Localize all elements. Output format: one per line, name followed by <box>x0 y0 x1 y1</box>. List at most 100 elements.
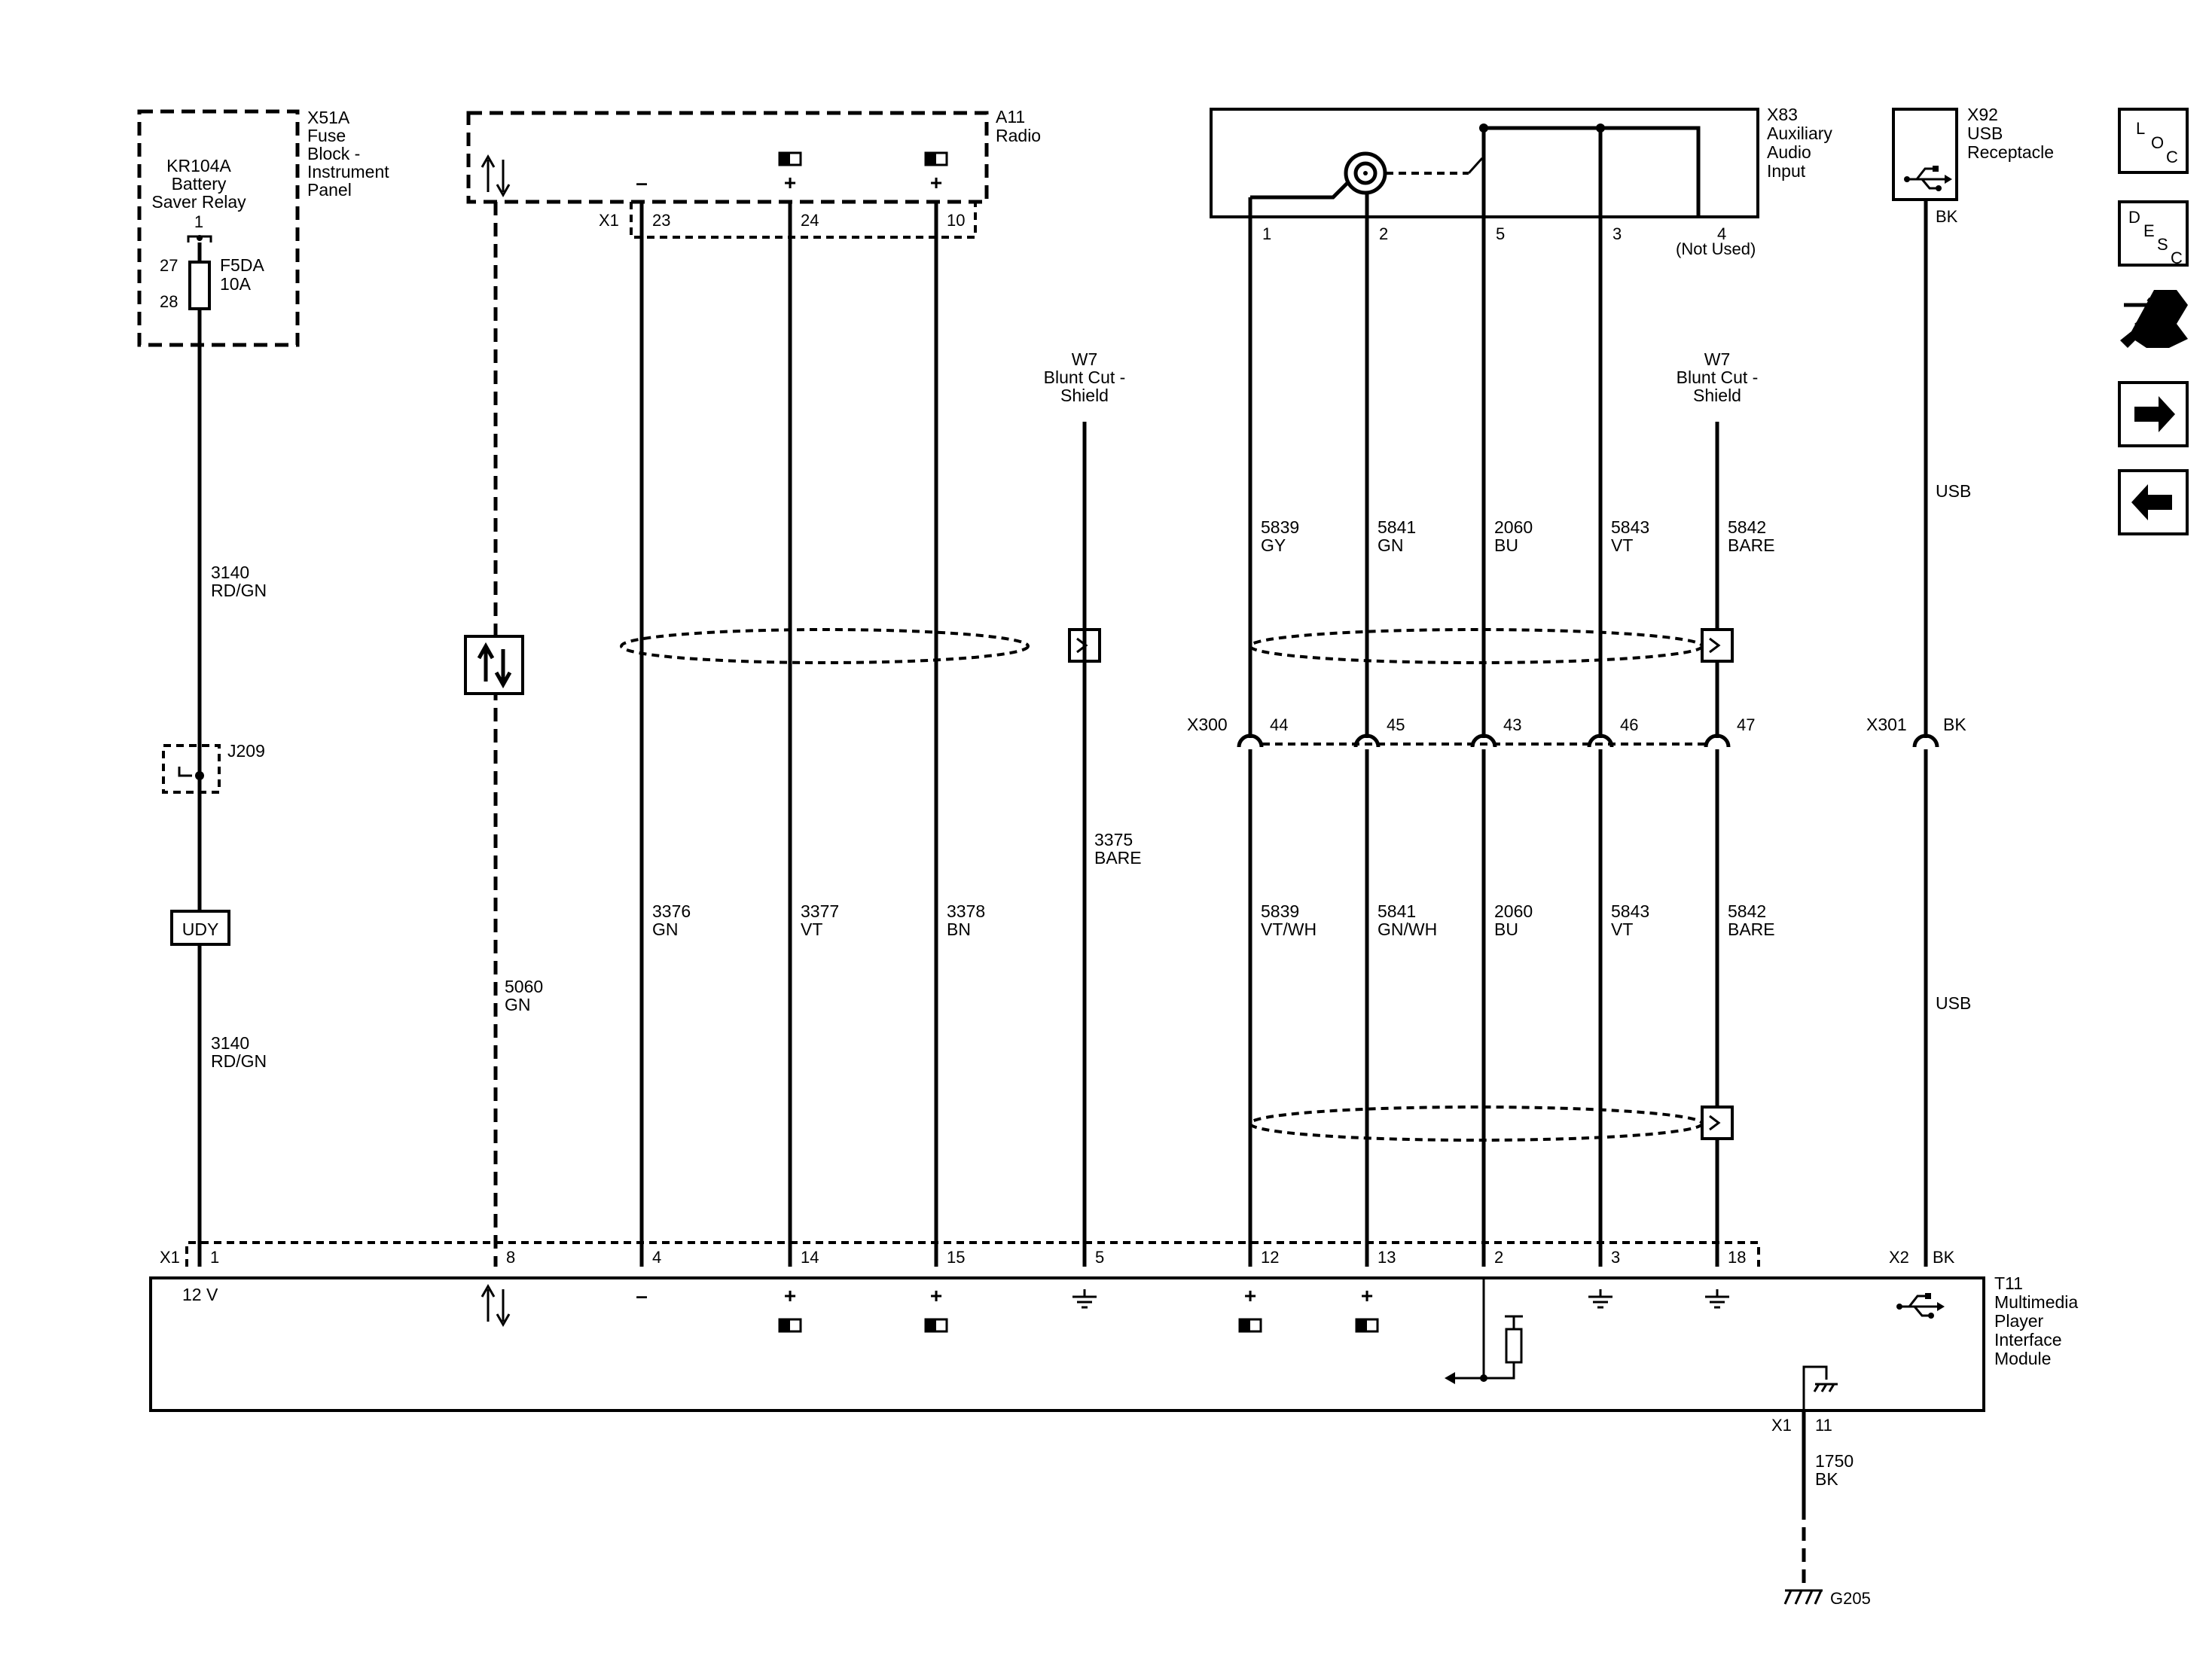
svg-text:23: 23 <box>652 211 670 230</box>
radio-a11[interactable]: A11 Radio – + + <box>466 107 1041 204</box>
svg-text:12: 12 <box>1261 1248 1279 1267</box>
usb-receptacle-x92[interactable]: X92 USB Receptacle BK <box>1892 105 2054 226</box>
svg-text:X2: X2 <box>1889 1248 1909 1267</box>
svg-text:44: 44 <box>1270 715 1288 734</box>
aux-input-x83[interactable]: X83 Auxiliary Audio Input 1 2 5 3 4 (Not… <box>1210 105 1832 258</box>
svg-text:1750: 1750 <box>1815 1451 1854 1471</box>
svg-text:Receptacle: Receptacle <box>1967 142 2054 162</box>
svg-text:3: 3 <box>1612 224 1622 243</box>
svg-text:A11: A11 <box>996 107 1025 127</box>
plus-sign: + <box>784 1284 796 1307</box>
module-t11[interactable]: X1 X2 BK T11 Multimedia Player Interface… <box>149 1241 2078 1412</box>
svg-text:Panel: Panel <box>307 180 352 200</box>
svg-text:46: 46 <box>1620 715 1638 734</box>
svg-text:5839: 5839 <box>1261 517 1299 537</box>
svg-text:45: 45 <box>1387 715 1405 734</box>
svg-text:GN: GN <box>505 995 531 1014</box>
svg-text:15: 15 <box>947 1248 965 1267</box>
svg-text:3: 3 <box>1611 1248 1620 1267</box>
svg-text:Auxiliary: Auxiliary <box>1767 124 1832 143</box>
svg-text:VT: VT <box>801 919 822 939</box>
svg-text:1: 1 <box>1262 224 1271 243</box>
svg-text:Blunt Cut -: Blunt Cut - <box>1677 367 1759 387</box>
ground-icon <box>1072 1289 1729 1309</box>
svg-text:Audio: Audio <box>1767 142 1811 162</box>
svg-text:10: 10 <box>947 211 965 230</box>
svg-text:27: 27 <box>160 256 178 275</box>
svg-text:X301: X301 <box>1866 715 1907 734</box>
svg-text:BU: BU <box>1494 919 1518 939</box>
detect-circuit-icon <box>1445 1278 1523 1384</box>
ground-g205[interactable]: G205 <box>1783 1589 1871 1608</box>
splice-j209[interactable]: J209 <box>162 741 265 794</box>
connector-end-view-button[interactable] <box>2120 290 2188 348</box>
svg-text:2: 2 <box>1494 1248 1503 1267</box>
svg-text:3378: 3378 <box>947 901 985 921</box>
svg-text:5: 5 <box>1496 224 1505 243</box>
svg-text:3140: 3140 <box>211 1033 249 1053</box>
svg-text:GY: GY <box>1261 535 1286 555</box>
relay-kr104a-id: KR104A <box>166 156 231 175</box>
svg-text:GN: GN <box>652 919 679 939</box>
svg-text:5842: 5842 <box>1728 517 1766 537</box>
shield-ellipse <box>1249 628 1704 664</box>
svg-text:18: 18 <box>1728 1248 1746 1267</box>
svg-text:W7: W7 <box>1072 349 1098 369</box>
location-button[interactable]: L O C <box>2118 108 2189 174</box>
svg-text:28: 28 <box>160 292 178 311</box>
svg-text:24: 24 <box>801 211 819 230</box>
svg-text:5841: 5841 <box>1378 901 1416 921</box>
svg-text:14: 14 <box>801 1248 819 1267</box>
fuse-icon <box>188 261 211 310</box>
svg-text:W7: W7 <box>1704 349 1731 369</box>
svg-text:L: L <box>2136 119 2145 138</box>
svg-text:3375: 3375 <box>1094 830 1133 849</box>
svg-text:Battery: Battery <box>172 174 227 194</box>
next-page-button[interactable] <box>2118 381 2189 447</box>
serial-data-icon <box>481 1283 511 1328</box>
svg-text:12 V: 12 V <box>182 1285 218 1304</box>
svg-text:C: C <box>2166 148 2178 166</box>
svg-text:5843: 5843 <box>1611 517 1649 537</box>
svg-text:VT: VT <box>1611 919 1633 939</box>
svg-text:BK: BK <box>1815 1469 1838 1489</box>
inline-connector-x300[interactable]: X300 44 45 43 46 47 <box>1187 715 1755 748</box>
svg-text:2060: 2060 <box>1494 901 1533 921</box>
svg-text:Saver Relay: Saver Relay <box>151 192 246 212</box>
svg-text:BU: BU <box>1494 535 1518 555</box>
svg-text:BK: BK <box>1943 715 1966 734</box>
svg-text:S: S <box>2157 235 2168 254</box>
previous-page-button[interactable] <box>2118 469 2189 535</box>
svg-text:X83: X83 <box>1767 105 1798 124</box>
fuse-block-x51a[interactable]: X51A Fuse Block - Instrument Panel KR104… <box>137 108 389 347</box>
svg-text:Input: Input <box>1767 161 1806 181</box>
svg-text:4: 4 <box>652 1248 661 1267</box>
description-button[interactable]: D E S C <box>2118 200 2189 267</box>
svg-text:3140: 3140 <box>211 563 249 582</box>
svg-text:X1: X1 <box>160 1248 180 1267</box>
arrow-left-icon <box>2131 484 2172 520</box>
minus-sign: – <box>636 1284 648 1307</box>
chassis-ground-icon <box>1802 1365 1838 1410</box>
serial-data-icon <box>481 154 511 198</box>
svg-text:Block -: Block - <box>307 144 360 163</box>
svg-text:O: O <box>2151 133 2164 152</box>
svg-text:USB: USB <box>1936 481 1971 501</box>
svg-text:G205: G205 <box>1830 1589 1871 1608</box>
svg-text:Blunt Cut -: Blunt Cut - <box>1044 367 1126 387</box>
svg-text:Instrument: Instrument <box>307 162 389 181</box>
svg-text:8: 8 <box>506 1248 515 1267</box>
svg-text:BK: BK <box>1936 207 1958 226</box>
svg-text:5: 5 <box>1095 1248 1104 1267</box>
inline-connector-x301[interactable]: X301 BK <box>1866 715 1966 748</box>
udy-box[interactable]: UDY <box>170 910 230 946</box>
serial-data-block <box>464 635 524 695</box>
svg-text:X1: X1 <box>1771 1416 1792 1435</box>
svg-text:2060: 2060 <box>1494 517 1533 537</box>
svg-text:BARE: BARE <box>1094 848 1142 868</box>
svg-text:13: 13 <box>1378 1248 1396 1267</box>
svg-text:T11: T11 <box>1994 1273 2023 1293</box>
svg-text:F5DA: F5DA <box>220 255 264 275</box>
svg-text:GN: GN <box>1378 535 1404 555</box>
